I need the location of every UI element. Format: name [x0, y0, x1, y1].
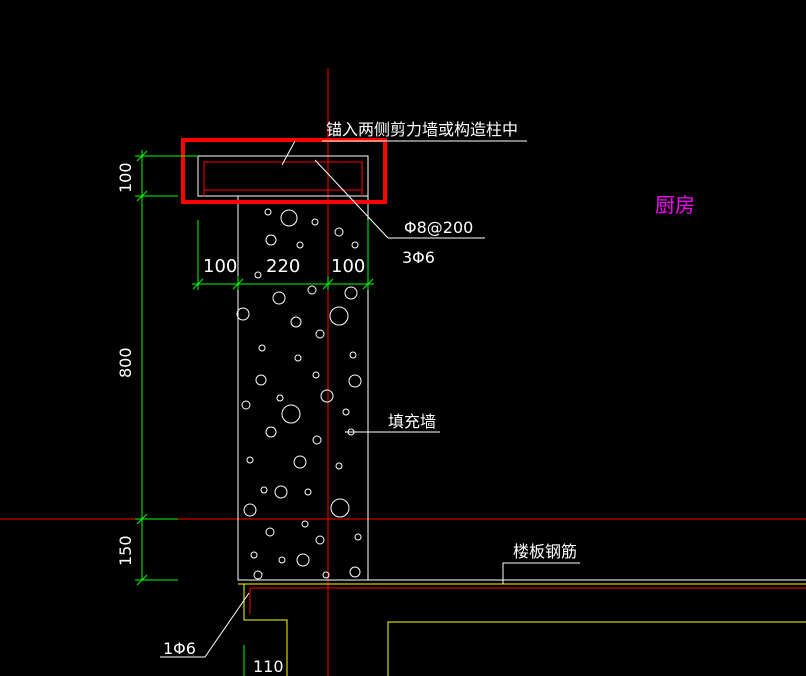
- stirrup-label: Φ8@200: [404, 218, 473, 237]
- dim-800-vertical: 800: [116, 347, 135, 378]
- dim-100-right: 100: [331, 256, 365, 277]
- bottom-bar-label: 1Φ6: [163, 639, 196, 658]
- dim-100-vertical: 100: [116, 162, 135, 193]
- slab-edge-right: [387, 621, 806, 676]
- concrete-hatch: [236, 208, 362, 580]
- room-label: 厨房: [655, 193, 695, 217]
- horizontal-dimension-chain: [192, 220, 374, 290]
- dim-100-left: 100: [203, 256, 237, 277]
- stirrup-leader-diag: [314, 159, 389, 239]
- bottom-bar-leader: [160, 592, 250, 658]
- vertical-dimension-chain: [135, 150, 198, 586]
- dim-220: 220: [266, 256, 300, 277]
- slab-leader-line: [502, 562, 580, 584]
- dim-110-text: 110: [253, 657, 284, 676]
- infill-wall-label: 填充墙: [388, 412, 436, 431]
- dim-150-vertical: 150: [116, 535, 135, 566]
- anchor-note: 锚入两侧剪力墙或构造柱中: [326, 120, 518, 139]
- stirrup-rebar: [203, 161, 363, 196]
- highlight-box[interactable]: [181, 138, 387, 204]
- slab-rebar-label: 楼板钢筋: [513, 542, 577, 561]
- slab-edge-left: [243, 584, 288, 676]
- anchor-leader-diag: [281, 140, 296, 166]
- longbar-label: 3Φ6: [402, 248, 435, 267]
- coping-beam-outline: [197, 155, 369, 197]
